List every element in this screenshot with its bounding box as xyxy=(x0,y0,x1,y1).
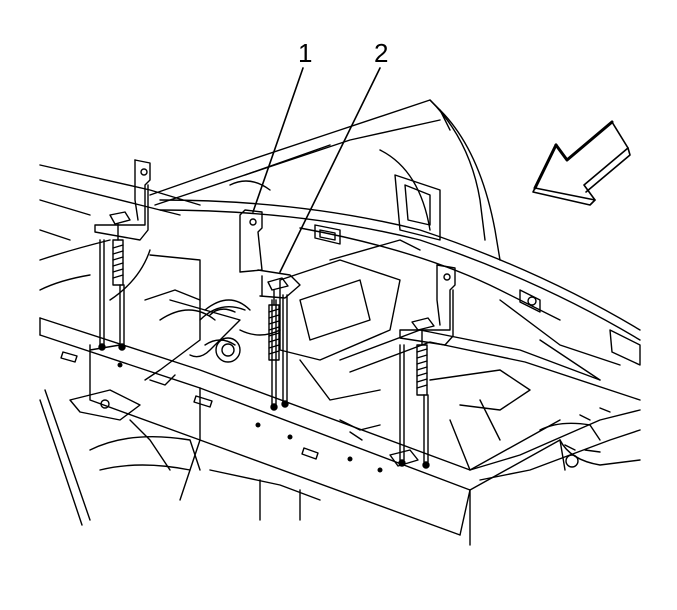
callout-label-2: 2 xyxy=(374,38,389,68)
lower-underbody xyxy=(89,419,321,521)
center-floor xyxy=(239,239,421,401)
bracket-left-assembly xyxy=(94,159,151,351)
direction-arrow-icon xyxy=(532,120,631,206)
callout-label-1: 1 xyxy=(298,38,313,68)
rear-floor-structure xyxy=(339,299,641,481)
callout-leaders xyxy=(252,67,381,273)
mount-hardware-left xyxy=(69,254,251,421)
bracket-center-assembly xyxy=(239,209,301,411)
callout-2-leader xyxy=(279,67,381,273)
callout-1-leader xyxy=(252,67,304,213)
frame-crossmember xyxy=(39,317,566,546)
cab-body-outline xyxy=(149,99,501,261)
bracket-right-assembly xyxy=(389,264,456,469)
upper-rail xyxy=(159,199,641,366)
left-body-panels xyxy=(39,164,201,526)
